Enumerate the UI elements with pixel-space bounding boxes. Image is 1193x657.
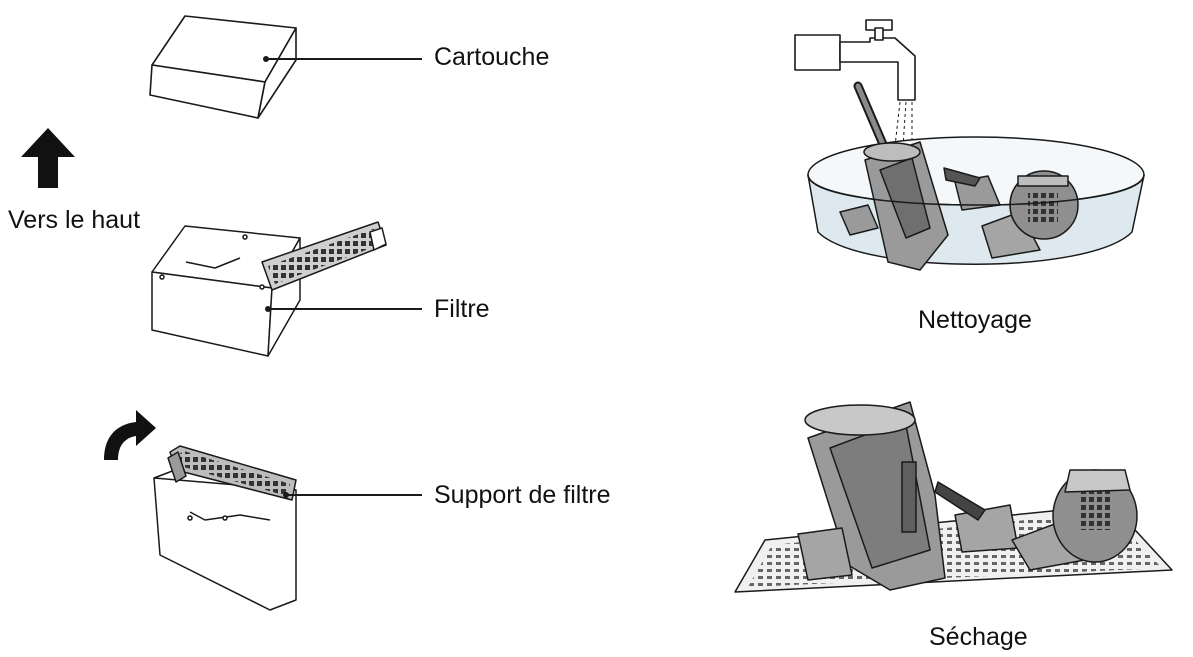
label-nettoyage: Nettoyage xyxy=(918,306,1032,334)
curved-arrow-icon xyxy=(104,410,156,460)
label-vers-le-haut: Vers le haut xyxy=(8,206,141,234)
label-support-de-filtre: Support de filtre xyxy=(434,481,611,509)
filter-holder-illustration xyxy=(153,445,297,611)
label-sechage: Séchage xyxy=(929,623,1028,651)
filtre-leader-line xyxy=(265,306,422,312)
drying-mat-illustration xyxy=(734,401,1173,593)
cartridge-illustration xyxy=(149,15,297,119)
label-filtre: Filtre xyxy=(434,295,490,323)
faucet-icon xyxy=(794,19,916,191)
cartouche-leader-line xyxy=(263,56,422,62)
filter-box-illustration xyxy=(151,221,387,357)
arrow-up-icon xyxy=(21,128,75,188)
label-cartouche: Cartouche xyxy=(434,43,550,71)
cleaning-basin-illustration xyxy=(807,81,1145,271)
support-leader-line xyxy=(283,492,422,498)
